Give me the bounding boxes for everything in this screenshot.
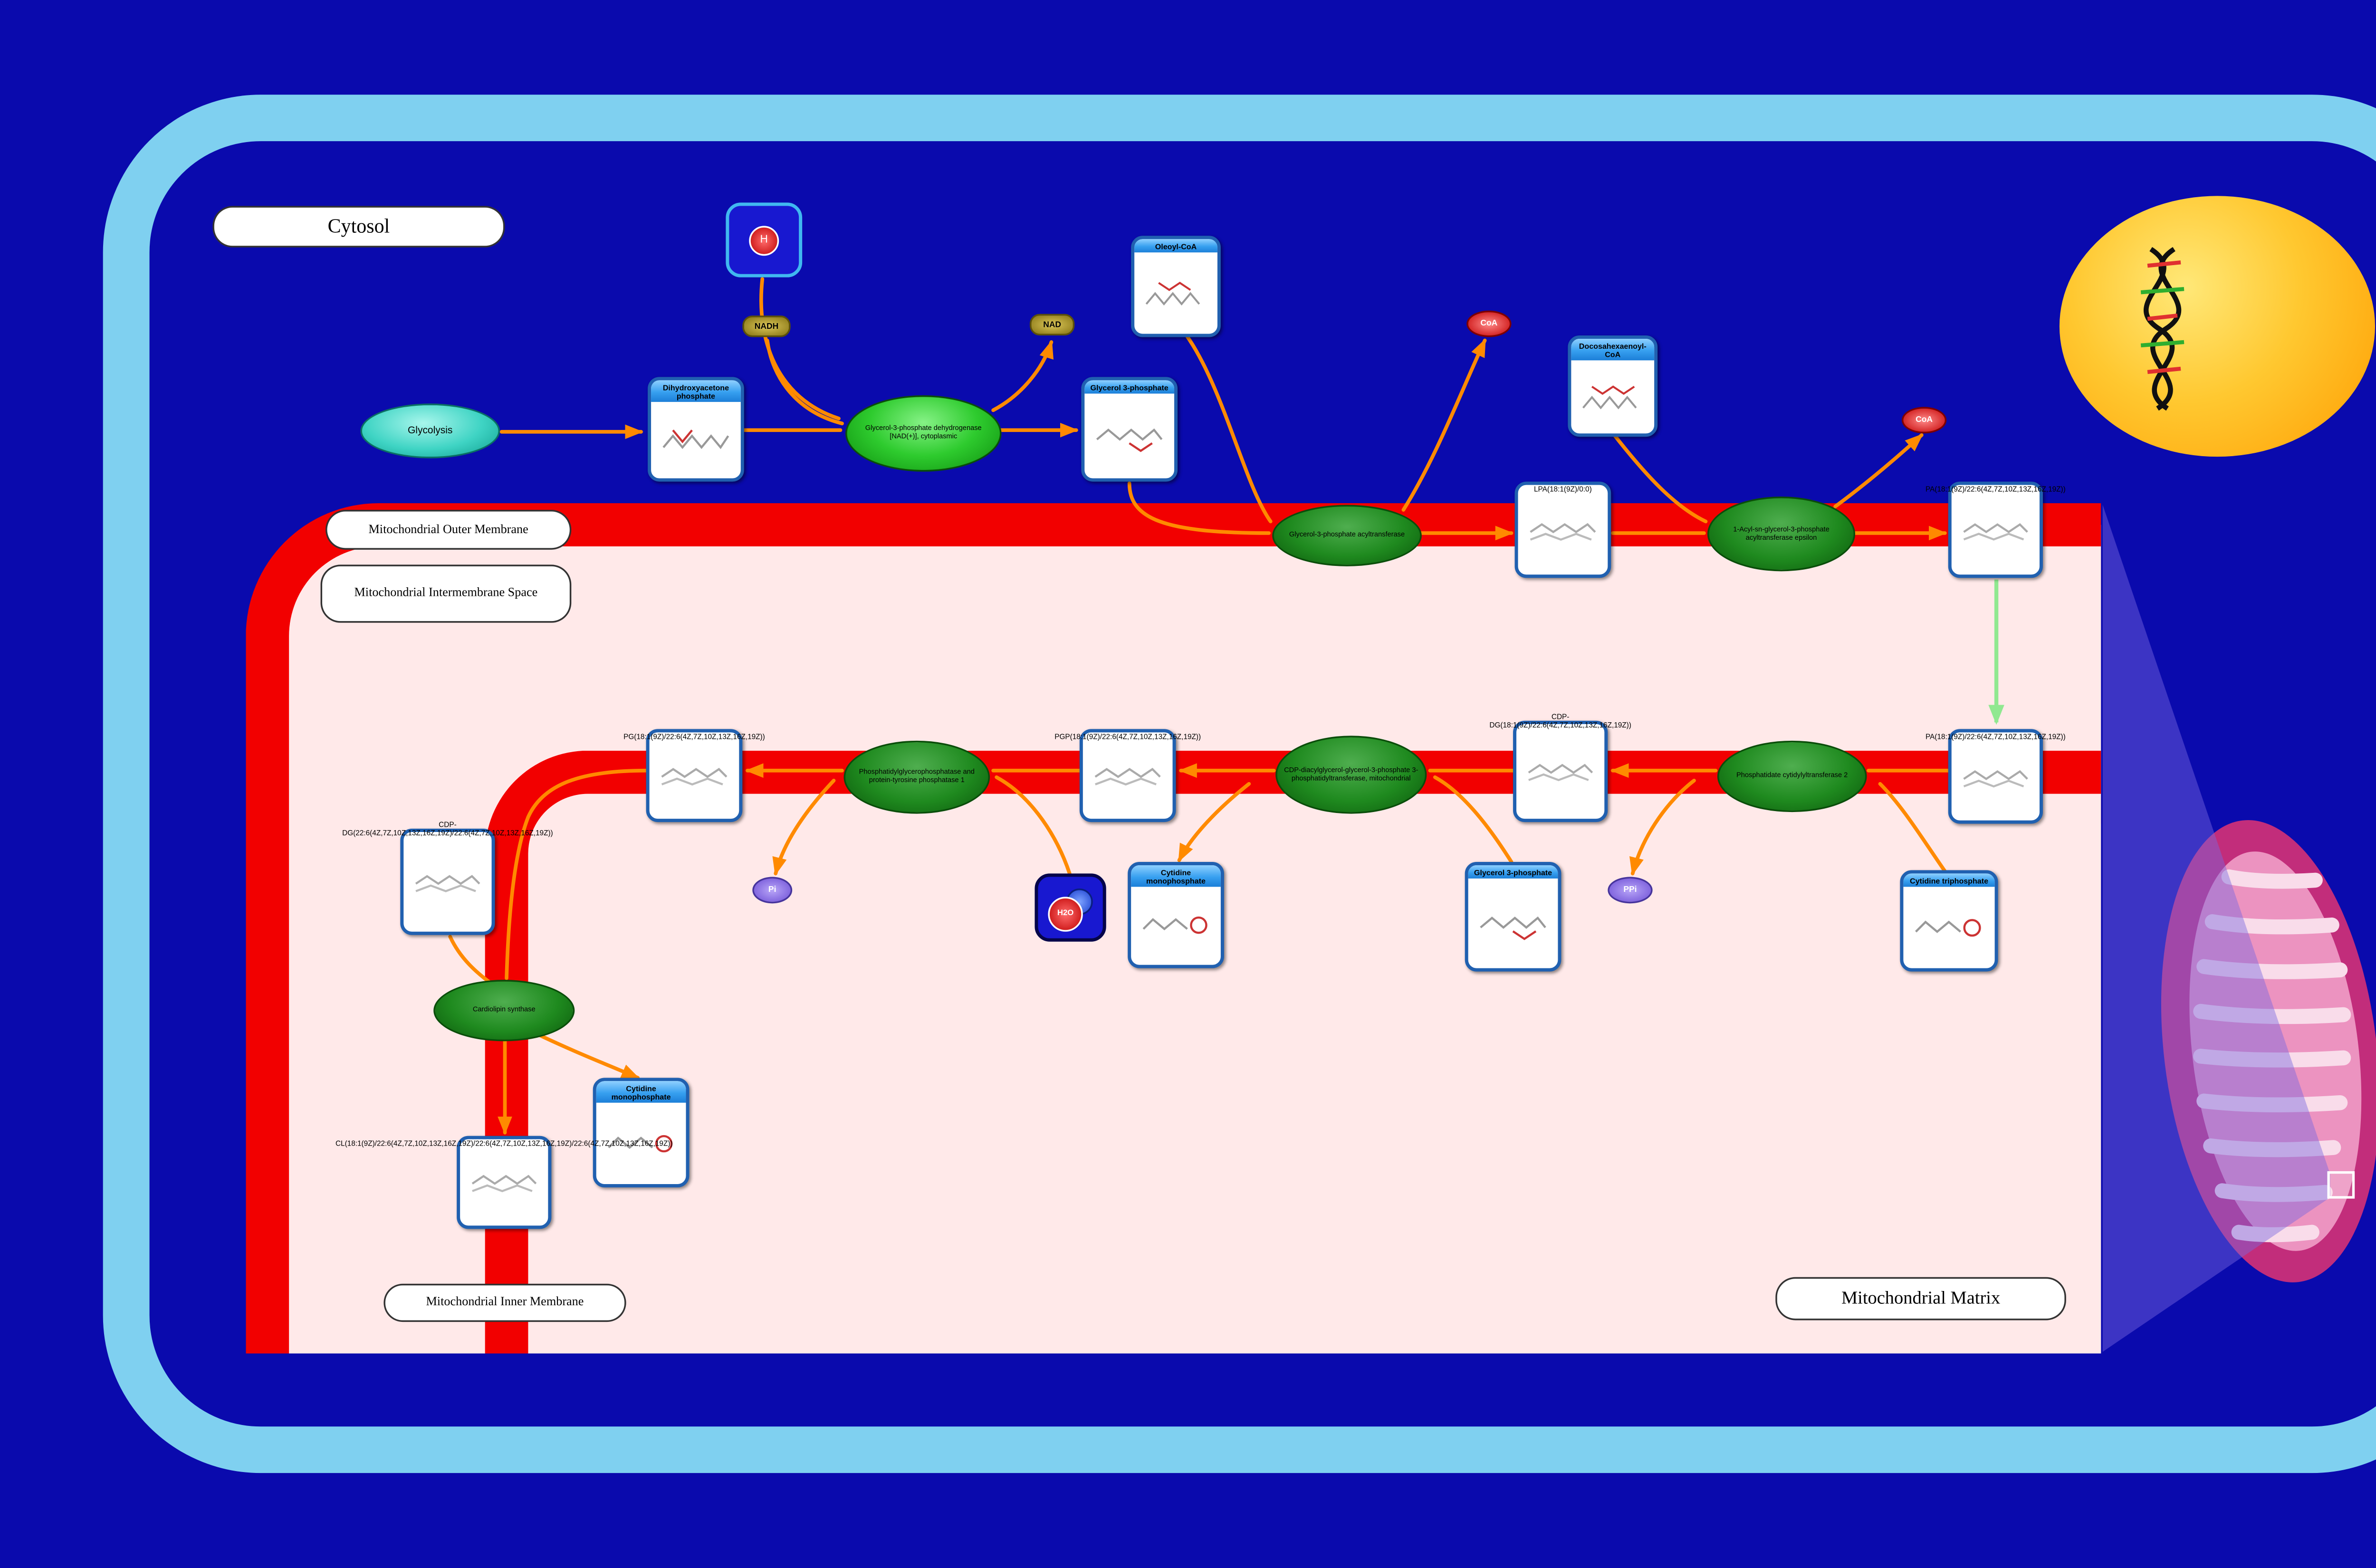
arrow-agpat-to-coa2 [1833,433,1924,508]
chemical-structure [460,1139,548,1226]
chemical-structure [651,402,741,478]
entity-ppi[interactable]: PPi [1608,877,1653,904]
enzyme-agpat[interactable]: 1-Acyl-sn-glycerol-3-phosphate acyltrans… [1707,497,1856,572]
entity-ctp-label: Cytidine triphosphate [1903,873,1995,887]
zoom-target-square [2327,1171,2355,1199]
entity-cdp-dg1[interactable]: CDP-DG(18:1(9Z)/22:6(4Z,7Z,10Z,13Z,16Z,1… [1489,713,1631,822]
arrow-g3p-to-gpat [1127,481,1271,535]
arrow-nadh-to-gpd1 [765,338,844,426]
chemical-structure [1084,393,1174,478]
entity-h2o-label: H2O [1048,897,1083,932]
enzyme-gpd1[interactable]: Glycerol-3-phosphate dehydrogenase [NAD(… [845,395,1002,472]
chemical-structure [1083,732,1173,819]
zoom-beam [2102,505,2330,1352]
entity-pg[interactable]: PG(18:1(9Z)/22:6(4Z,7Z,10Z,13Z,16Z,19Z)) [623,729,765,822]
chemical-structure [1134,252,1217,334]
cell-membrane-outline [103,95,2376,1473]
enzyme-pgs1[interactable]: CDP-diacylglycerol-glycerol-3-phosphate … [1275,736,1427,814]
arrow-gpat-to-coa [1401,338,1487,512]
entity-nadh[interactable]: NADH [742,316,791,337]
entity-dha-coa-label: Docosahexaenoyl-CoA [1571,339,1655,361]
entity-cmp-1-label: Cytidine monophosphate [1131,865,1221,887]
entity-pi[interactable]: Pi [752,877,793,904]
entity-cmp-2[interactable]: Cytidine monophosphate [593,1078,690,1187]
entity-oleoyl-coa-label: Oleoyl-CoA [1134,239,1217,253]
cristae [2193,869,2351,1243]
chemical-structure [1952,732,2040,820]
arrow-oleoylcoa-to-gpat [1176,322,1273,524]
entity-cdp-dg2[interactable]: CDP-DG(22:6(4Z,7Z,10Z,13Z,16Z,19Z)/22:6(… [342,821,553,935]
mitochondrion-illustration [2102,505,2376,1352]
entity-dhap[interactable]: Dihydroxyacetone phosphate [648,377,744,482]
entity-cdp-dg1-label: CDP-DG(18:1(9Z)/22:6(4Z,7Z,10Z,13Z,16Z,1… [1489,712,1631,729]
entity-dha-coa[interactable]: Docosahexaenoyl-CoA [1568,335,1658,437]
inner-membrane-label: Mitochondrial Inner Membrane [383,1283,626,1322]
entity-ctp[interactable]: Cytidine triphosphate [1900,870,1998,972]
entity-nad[interactable]: NAD [1029,314,1075,336]
nucleus [2059,196,2375,457]
arrow-proton-to-gpd1 [759,277,841,421]
outer-membrane-label: Mitochondrial Outer Membrane [326,509,572,550]
chemical-structure [1571,360,1654,433]
entity-g3p-cytosol[interactable]: Glycerol 3-phosphate [1081,377,1178,482]
arrow-ctp-to-cds2 [1878,782,1949,876]
arrow-g3p-to-pgs1 [1433,775,1514,864]
entity-proton-label: H [749,225,779,255]
entity-coa-1[interactable]: CoA [1466,310,1512,337]
pathway-node-glycolysis[interactable]: Glycolysis [360,403,500,459]
chemical-structure [650,732,739,819]
chemical-structure [403,832,491,932]
chemical-structure [1518,485,1608,575]
chemical-structure [1468,879,1558,968]
entity-pa-inner-label: PA(18:1(9Z)/22:6(4Z,7Z,10Z,13Z,16Z,19Z)) [1925,731,2066,740]
entity-dhap-label: Dihydroxyacetone phosphate [651,380,741,402]
entity-pa-inner[interactable]: PA(18:1(9Z)/22:6(4Z,7Z,10Z,13Z,16Z,19Z)) [1926,729,2066,824]
entity-coa-2[interactable]: CoA [1901,407,1947,434]
entity-cl[interactable]: CL(18:1(9Z)/22:6(4Z,7Z,10Z,13Z,16Z,19Z)/… [335,1136,673,1229]
entity-cl-label: CL(18:1(9Z)/22:6(4Z,7Z,10Z,13Z,16Z,19Z)/… [335,1138,673,1147]
matrix-label: Mitochondrial Matrix [1775,1277,2066,1320]
chemical-structure [1952,485,2040,575]
arrow-cdpdg2-to-crls1 [448,935,495,987]
entity-lpa[interactable]: LPA(18:1(9Z)/0:0) [1514,481,1611,578]
arrow-cds2-to-ppi [1629,778,1696,876]
enzyme-cds2[interactable]: Phosphatidate cytidylyltransferase 2 [1717,740,1867,813]
entity-proton[interactable]: H [726,202,803,277]
entity-g3p-matrix-label: Glycerol 3-phosphate [1468,865,1558,879]
entity-pa-cytosol[interactable]: PA(18:1(9Z)/22:6(4Z,7Z,10Z,13Z,16Z,19Z)) [1926,481,2066,578]
enzyme-gpat[interactable]: Glycerol-3-phosphate acyltransferase [1272,505,1422,566]
entity-h2o[interactable]: H2O [1035,873,1106,942]
arrow-ptpmt1-to-pi [772,778,836,876]
arrow-gpd1-to-nad [991,340,1054,412]
enzyme-crls1[interactable]: Cardiolipin synthase [433,980,575,1042]
entity-g3p-cytosol-label: Glycerol 3-phosphate [1084,380,1175,394]
dna-helix-icon [2140,247,2184,411]
entity-lpa-label: LPA(18:1(9Z)/0:0) [1534,484,1592,493]
intermembrane-space-label: Mitochondrial Intermembrane Space [320,564,572,623]
chemical-structure [1516,724,1604,819]
arrow-pgs1-to-cmp [1177,782,1251,862]
orange-reaction-arrows [448,277,1950,1135]
entity-g3p-matrix[interactable]: Glycerol 3-phosphate [1465,861,1562,972]
enzyme-ptpmt1[interactable]: Phosphatidylglycerophosphatase and prote… [843,740,990,814]
arrow-h2o-to-ptpmt1 [995,775,1072,876]
entity-pgp-label: PGP(18:1(9Z)/22:6(4Z,7Z,10Z,13Z,16Z,19Z)… [1054,731,1201,740]
chemical-structure [596,1103,686,1184]
entity-cmp-1[interactable]: Cytidine monophosphate [1128,861,1224,968]
entity-pg-label: PG(18:1(9Z)/22:6(4Z,7Z,10Z,13Z,16Z,19Z)) [623,731,765,740]
arrow-dhacoa-to-agpat [1612,433,1708,524]
chemical-structure [1903,887,1994,968]
entity-cdp-dg2-label: CDP-DG(22:6(4Z,7Z,10Z,13Z,16Z,19Z)/22:6(… [342,820,553,837]
cytosol-label: Cytosol [212,206,505,248]
entity-oleoyl-coa[interactable]: Oleoyl-CoA [1131,236,1221,337]
entity-pgp[interactable]: PGP(18:1(9Z)/22:6(4Z,7Z,10Z,13Z,16Z,19Z)… [1054,729,1201,822]
entity-pa-cytosol-label: PA(18:1(9Z)/22:6(4Z,7Z,10Z,13Z,16Z,19Z)) [1925,484,2066,493]
arrow-pg-to-crls1 [505,768,648,980]
chemical-structure [1131,887,1221,965]
entity-cmp-2-label: Cytidine monophosphate [596,1081,686,1103]
arrow-crls1-to-cmp2 [533,1031,640,1080]
